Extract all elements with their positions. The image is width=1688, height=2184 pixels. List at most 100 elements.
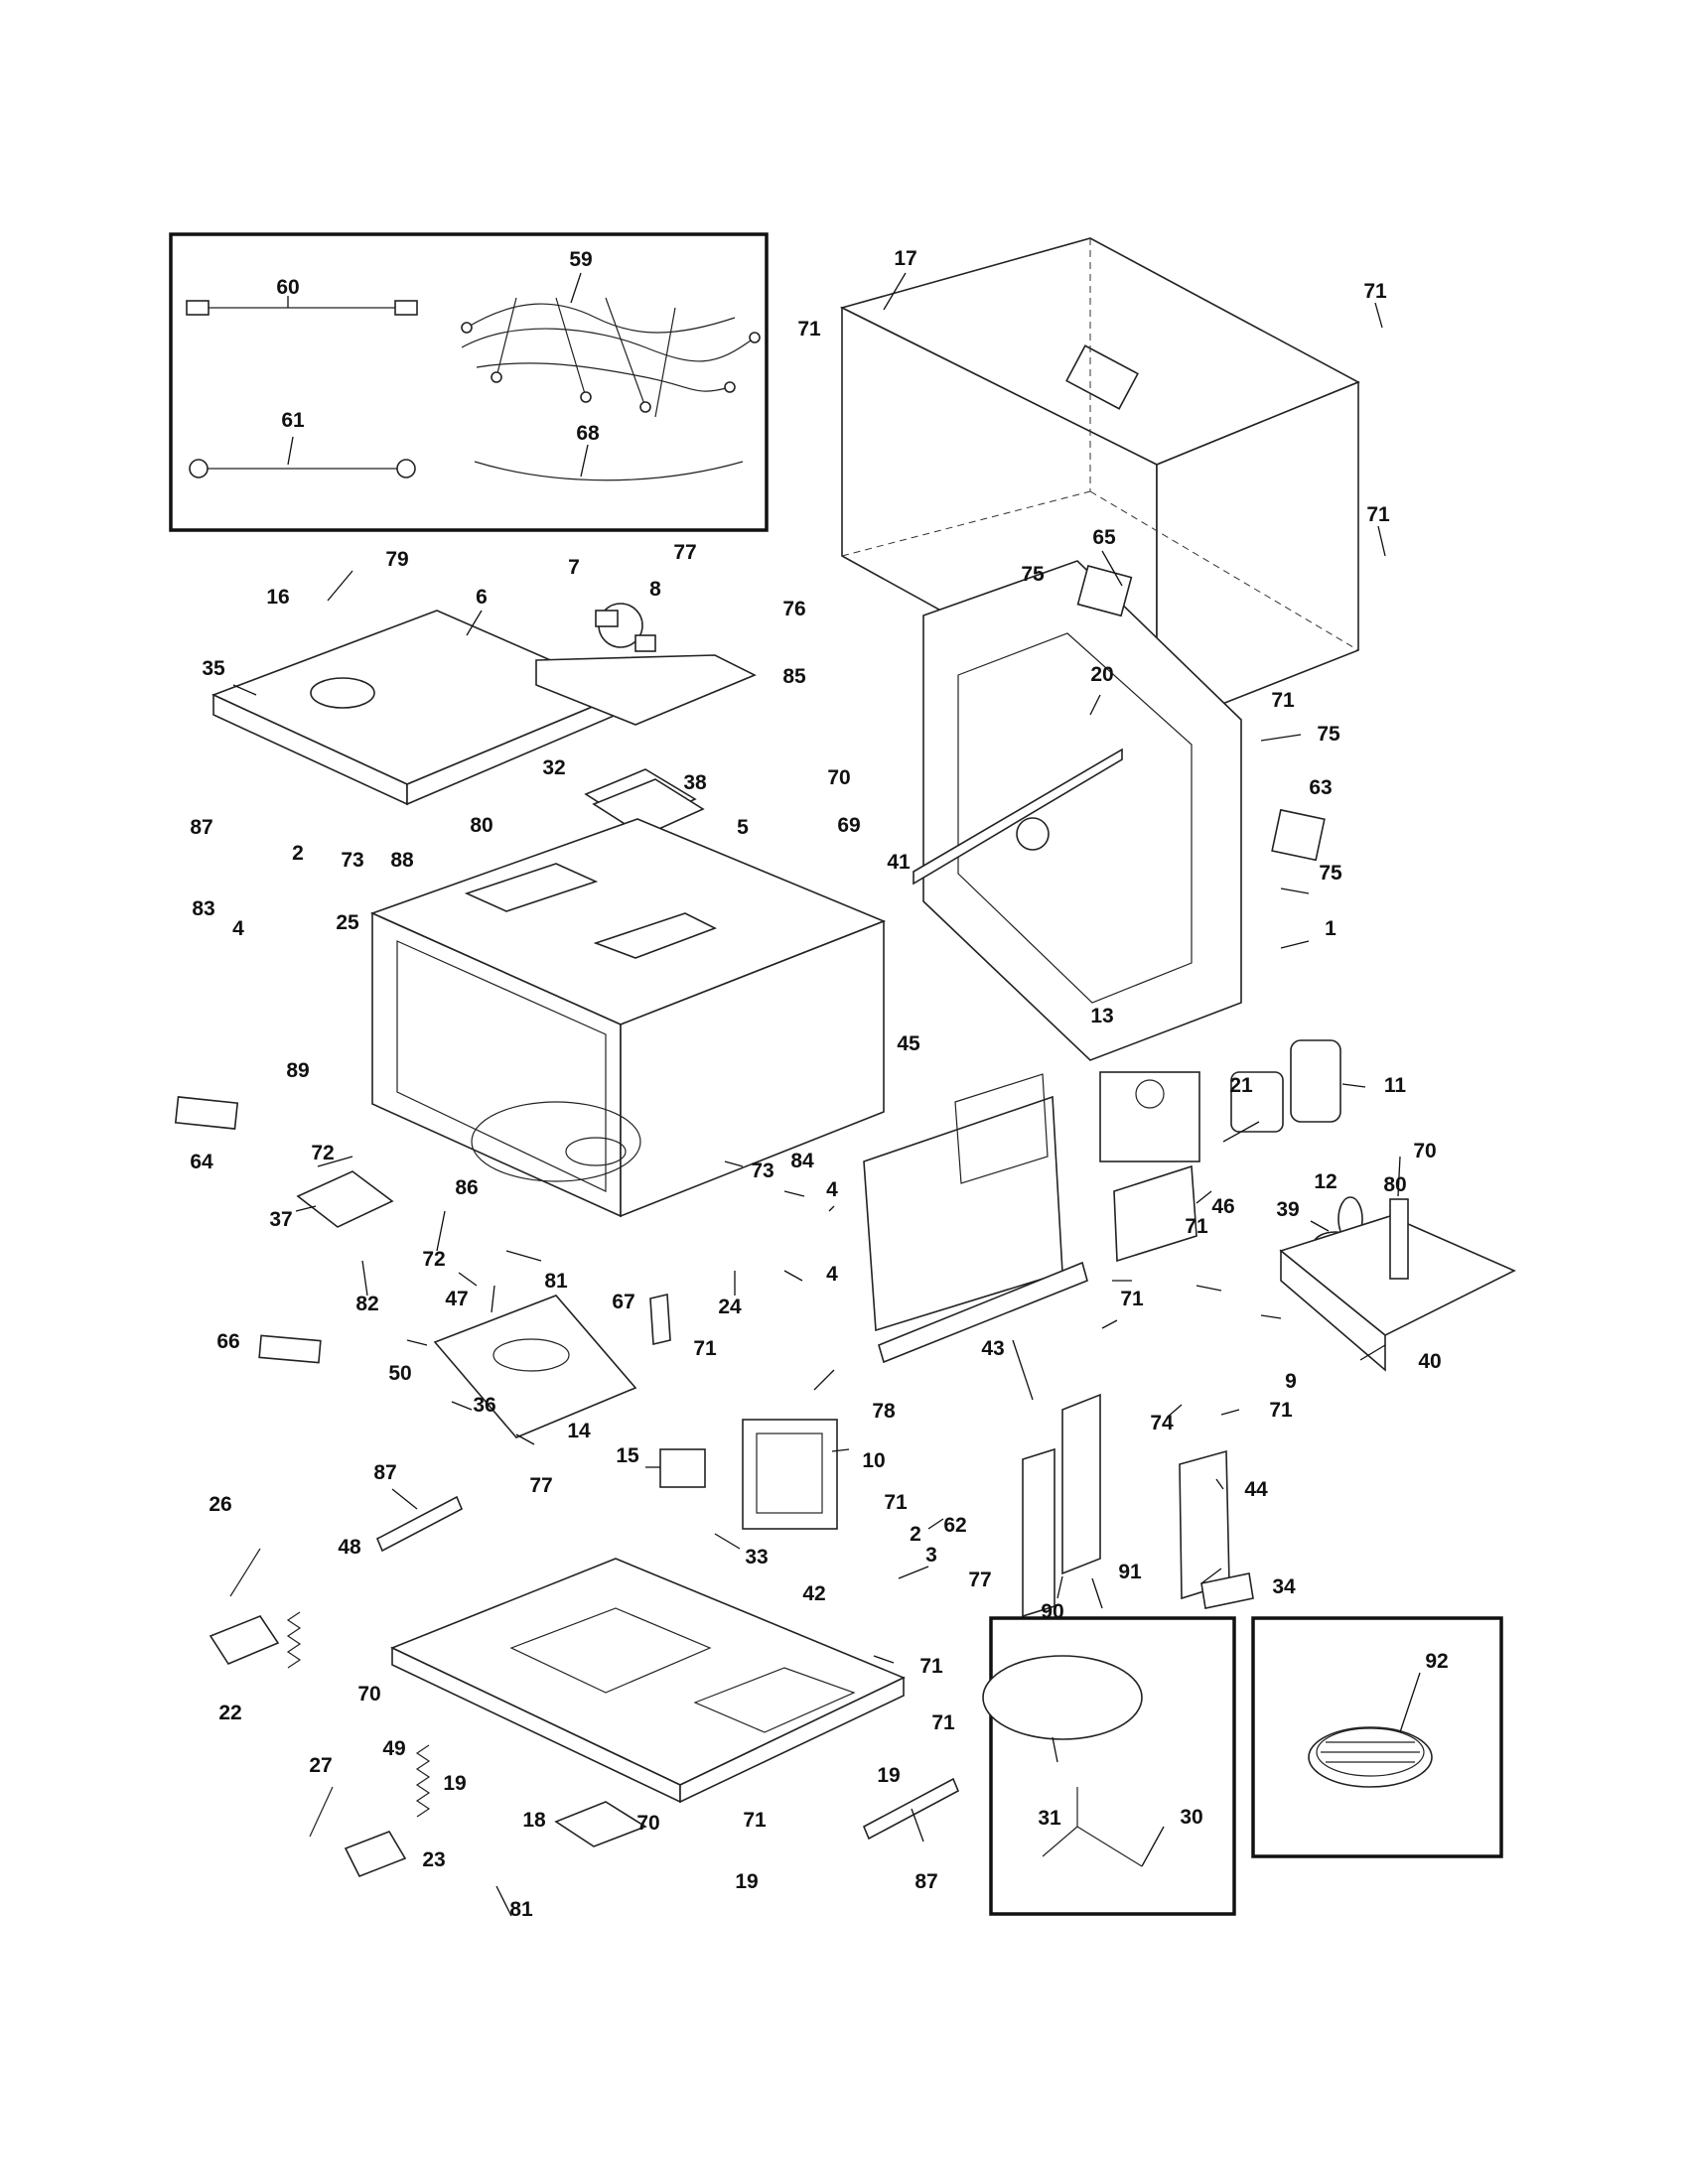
callout: 1 (1325, 917, 1336, 940)
callout: 72 (422, 1248, 445, 1271)
callout: 81 (509, 1898, 533, 1921)
callout: 63 (1309, 776, 1332, 799)
stand-44 (1179, 1449, 1230, 1600)
callout: 19 (877, 1764, 900, 1787)
callout: 6 (476, 586, 488, 609)
lever-26 (229, 1548, 261, 1597)
callout: 32 (542, 756, 565, 779)
callout: 71 (1120, 1288, 1144, 1310)
callout: 35 (202, 657, 225, 680)
callout: 72 (311, 1142, 334, 1164)
main-harness-59 (461, 272, 761, 418)
callout: 88 (390, 849, 414, 872)
callout: 30 (1180, 1806, 1202, 1829)
callout: 41 (887, 851, 911, 874)
callout: 71 (931, 1711, 955, 1734)
callout: 49 (382, 1737, 405, 1760)
plate-50 (433, 1295, 637, 1438)
callout: 15 (616, 1444, 639, 1467)
callout: 19 (735, 1870, 758, 1893)
lead-wire-68 (474, 444, 744, 481)
plate-37 (296, 1170, 394, 1228)
strip-34 (1200, 1572, 1254, 1609)
fan-bracket-40 (1279, 1198, 1516, 1372)
strip-87-left (375, 1495, 464, 1553)
lever-27 (309, 1786, 334, 1838)
callout: 70 (357, 1683, 380, 1706)
callout: 2 (910, 1523, 921, 1546)
callout: 4 (826, 1178, 838, 1201)
callout: 43 (981, 1337, 1004, 1360)
callout: 87 (190, 816, 212, 839)
spring-49 (415, 1744, 431, 1818)
callout: 83 (192, 897, 214, 920)
callout: 18 (522, 1809, 546, 1832)
callout: 31 (1038, 1807, 1061, 1830)
callout: 86 (455, 1176, 478, 1199)
ground-wire-61 (189, 436, 416, 478)
callout: 91 (1118, 1561, 1142, 1583)
callout: 78 (872, 1400, 896, 1423)
callout: 47 (445, 1288, 468, 1310)
harness-wire-60 (186, 296, 418, 316)
callout: 70 (827, 766, 850, 789)
transformer-10 (742, 1419, 838, 1530)
magnetron-13 (1099, 1071, 1200, 1162)
callout: 60 (276, 276, 299, 299)
callout: 21 (1229, 1074, 1253, 1097)
callout: 80 (470, 814, 492, 837)
callout: 79 (385, 548, 408, 571)
lamp-7 (595, 610, 619, 627)
callout: 16 (266, 586, 289, 609)
callout: 77 (529, 1474, 552, 1497)
callout: 73 (751, 1160, 774, 1182)
callout: 62 (943, 1514, 966, 1537)
bracket-22 (209, 1615, 280, 1665)
callout-numbers: 60 59 61 68 17 71 71 71 71 79 16 6 7 77 … (190, 247, 1448, 1921)
capacitor-11 (1230, 1039, 1341, 1133)
label-63 (1271, 808, 1326, 862)
callout: 13 (1090, 1005, 1113, 1027)
callout: 7 (568, 556, 580, 579)
callout: 89 (286, 1059, 309, 1082)
callout: 87 (373, 1461, 396, 1484)
callout: 69 (837, 814, 860, 837)
callout: 65 (1092, 526, 1116, 549)
callout: 87 (914, 1870, 937, 1893)
callout: 39 (1276, 1198, 1299, 1221)
callout: 71 (1366, 503, 1390, 526)
callout: 64 (190, 1151, 213, 1173)
spring-48 (286, 1611, 302, 1669)
callout: 19 (443, 1772, 466, 1795)
callout: 85 (782, 665, 806, 688)
callout: 4 (232, 917, 244, 940)
callout: 81 (544, 1270, 568, 1293)
callout: 71 (1269, 1399, 1293, 1422)
callout: 45 (897, 1032, 920, 1055)
callout: 80 (1383, 1173, 1406, 1196)
callout: 61 (281, 409, 305, 432)
callout: 46 (1211, 1195, 1234, 1218)
wiring-inset (169, 232, 769, 532)
callout: 76 (782, 598, 805, 620)
oven-cavity (369, 818, 887, 1218)
back-plate-20 (922, 560, 1242, 1061)
callout: 44 (1244, 1478, 1268, 1501)
callout: 12 (1314, 1170, 1336, 1193)
callout: 26 (209, 1493, 231, 1516)
vent-hood-35 (211, 610, 629, 806)
callout: 68 (576, 422, 600, 445)
plate-91 (1061, 1393, 1101, 1575)
callout: 77 (673, 541, 696, 564)
callout: 5 (737, 816, 749, 839)
callout: 71 (797, 318, 821, 341)
callout: 14 (567, 1420, 591, 1442)
bracket-23 (344, 1831, 407, 1878)
callout: 92 (1425, 1650, 1448, 1673)
callout: 82 (355, 1293, 378, 1315)
callout: 71 (1363, 280, 1387, 303)
callout: 42 (802, 1582, 825, 1605)
callout: 40 (1418, 1350, 1441, 1373)
callout: 10 (862, 1449, 885, 1472)
